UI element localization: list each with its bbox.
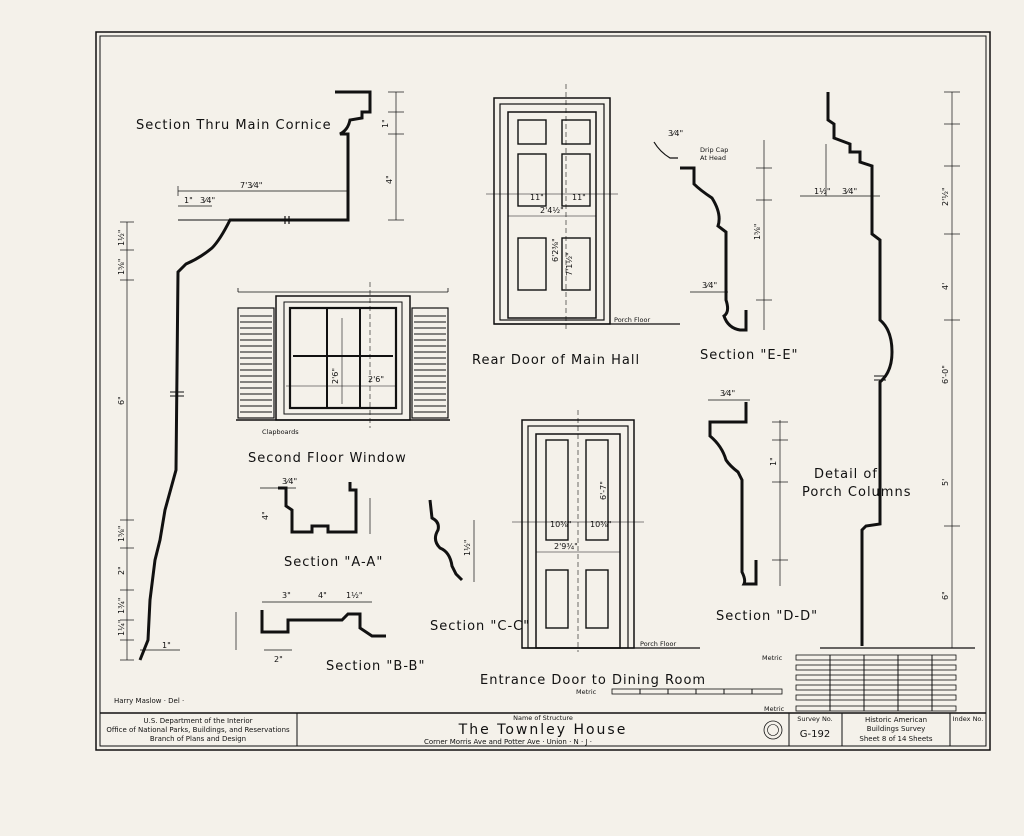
cornice-left-5: 2" xyxy=(117,566,126,575)
cornice-dim-h2: 4" xyxy=(385,175,394,184)
tb-name-caption: Name of Structure xyxy=(513,714,573,722)
entrance-width-dim: 2'9¾" xyxy=(554,542,578,551)
rear-panel-dim-1: 11" xyxy=(530,193,544,202)
cornice-dim-a: 1" xyxy=(184,196,193,205)
scale-metric-label-3: Metric xyxy=(764,705,785,713)
section-dd xyxy=(708,399,788,586)
cornice-left-4: 1⅝" xyxy=(117,525,126,542)
column-height-5: 6" xyxy=(941,591,950,600)
porch-columns-label-1: Detail of xyxy=(814,467,878,482)
clapboards-note: Clapboards xyxy=(262,428,299,436)
rear-door-label: Rear Door of Main Hall xyxy=(472,353,640,368)
title-block xyxy=(100,712,986,746)
section-ee-label: Section "E-E" xyxy=(700,348,799,363)
bb-dim-2: 4" xyxy=(318,591,327,600)
cornice-width-dim: 7'3⁄4" xyxy=(240,181,262,190)
section-bb-label: Section "B-B" xyxy=(326,659,425,674)
entrance-porch-floor-note: Porch Floor xyxy=(640,640,676,648)
cornice-left-7: 1¼" xyxy=(117,619,126,636)
section-cc-label: Section "C-C" xyxy=(430,619,530,634)
column-height-2: 4' xyxy=(941,283,950,290)
tb-sheet-info: Sheet 8 of 14 Sheets xyxy=(859,735,932,743)
entrance-panel-dim-2: 10⅜" xyxy=(590,520,612,529)
cornice-left-1: 1½" xyxy=(117,229,126,246)
scale-metric-label-2: Metric xyxy=(762,654,783,662)
second-window-label: Second Floor Window xyxy=(248,451,407,466)
tb-habs-2: Buildings Survey xyxy=(867,725,926,733)
entrance-door-label: Entrance Door to Dining Room xyxy=(480,673,706,688)
tb-dept-2: Office of National Parks, Buildings, and… xyxy=(106,726,290,734)
aa-top-dim: 3⁄4" xyxy=(282,477,297,486)
cornice-bottom-dim: 1" xyxy=(162,641,171,650)
entrance-panel-dim-1: 10⅜" xyxy=(550,520,572,529)
section-cc xyxy=(428,499,475,582)
window-height-dim: 2'6" xyxy=(331,368,340,384)
cornice-left-2: 1⅝" xyxy=(117,258,126,275)
tb-structure-name: The Townley House xyxy=(458,722,628,738)
ee-height-dim: 1⅝" xyxy=(753,223,762,240)
tb-dept-3: Branch of Plans and Design xyxy=(150,735,246,743)
inner-border xyxy=(99,35,987,747)
ee-top-dim: 3⁄4" xyxy=(668,129,683,138)
ee-bottom-dim: 3⁄4" xyxy=(702,281,717,290)
rear-door-elevation xyxy=(486,84,680,330)
bb-dim-4: 2" xyxy=(274,655,283,664)
tb-address: Corner Morris Ave and Potter Ave · Union… xyxy=(424,738,592,746)
cornice-label: Section Thru Main Cornice xyxy=(136,118,332,133)
cornice-left-3: 6" xyxy=(117,396,126,405)
rear-height-1: 6'2⅜" xyxy=(551,238,560,262)
rear-height-2: 7'1½" xyxy=(565,252,574,276)
entrance-height-dim: 6'-7" xyxy=(599,481,608,500)
tb-survey-number: G-192 xyxy=(800,729,830,740)
cornice-section xyxy=(120,90,404,661)
window-width-dim: 2'6" xyxy=(368,375,384,384)
section-bb xyxy=(235,601,386,651)
cornice-dim-h1: 1" xyxy=(381,119,390,128)
scale-bars xyxy=(611,654,957,712)
outer-border xyxy=(95,31,991,751)
rear-width-dim: 2'4½" xyxy=(540,206,564,215)
drip-cap-note-1: Drip Cap xyxy=(700,146,728,154)
bb-dim-3: 1½" xyxy=(346,591,363,600)
porch-columns-label-2: Porch Columns xyxy=(802,485,911,500)
column-height-3: 6'-0" xyxy=(941,365,950,384)
tb-dept-1: U.S. Department of the Interior xyxy=(143,717,252,725)
dd-top-dim: 3⁄4" xyxy=(720,389,735,398)
column-height-1: 2'½" xyxy=(941,187,950,206)
dd-height-dim: 1" xyxy=(769,457,778,466)
section-aa-label: Section "A-A" xyxy=(284,555,383,570)
section-dd-label: Section "D-D" xyxy=(716,609,818,624)
porch-column-detail xyxy=(800,91,975,649)
column-dim-2: 3⁄4" xyxy=(842,187,857,196)
tb-habs-1: Historic American xyxy=(865,716,927,724)
tb-survey-caption: Survey No. xyxy=(797,715,832,723)
section-ee xyxy=(653,140,772,332)
cornice-dim-b: 3⁄4" xyxy=(200,196,215,205)
column-height-4: 5' xyxy=(941,479,950,486)
delineator-credit: Harry Maslow · Del · xyxy=(114,697,184,705)
rear-panel-dim-2: 11" xyxy=(572,193,586,202)
entrance-door-elevation xyxy=(512,410,700,652)
section-aa xyxy=(260,482,371,534)
cornice-left-6: 1¾" xyxy=(117,597,126,614)
drip-cap-note-2: At Head xyxy=(700,154,726,162)
cc-height-dim: 1½" xyxy=(463,539,472,556)
column-dim-1: 1½" xyxy=(814,187,831,196)
scale-metric-label-1: Metric xyxy=(576,688,597,696)
window-shutter-slats xyxy=(240,315,446,413)
second-floor-window xyxy=(236,282,450,428)
tb-index-caption: Index No. xyxy=(953,715,984,723)
bb-dim-1: 3" xyxy=(282,591,291,600)
aa-height-dim: 4" xyxy=(261,511,270,520)
rear-porch-floor-note: Porch Floor xyxy=(614,316,650,324)
